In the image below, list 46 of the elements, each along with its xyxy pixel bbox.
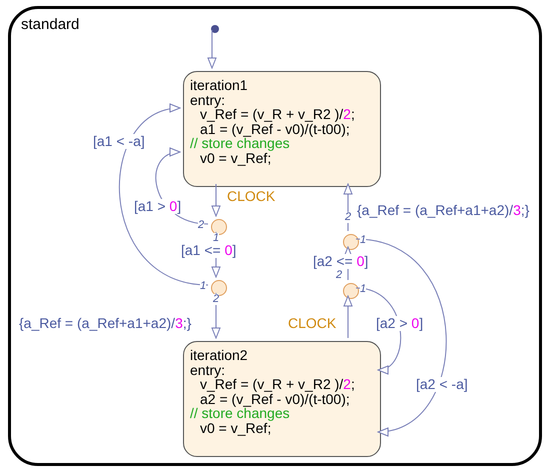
transition-label: [a2 <= 0] <box>312 254 370 269</box>
state-box <box>183 341 381 457</box>
execution-order-number: 1 <box>213 233 220 244</box>
state-name: iteration2 <box>190 348 248 363</box>
transition-label: [a1 < -a] <box>92 134 146 149</box>
transition-label: CLOCK <box>287 316 338 331</box>
transition-arrow <box>212 184 220 216</box>
state-name: iteration1 <box>190 78 248 93</box>
transition-label: [a2 > 0] <box>375 316 424 331</box>
transition-label: {a_Ref = (a_Ref+a1+a2)/3;} <box>18 316 192 331</box>
transition-arrow <box>344 296 352 338</box>
execution-order-number: 2 <box>336 270 342 281</box>
superstate-name: standard <box>21 16 80 33</box>
transition-label: [a1 <= 0] <box>180 243 238 258</box>
code-comment: // store changes <box>190 136 290 151</box>
execution-order-number: 1 <box>200 281 206 292</box>
default-transition-dot <box>211 25 219 33</box>
junction-circle <box>343 283 359 299</box>
superstate-box <box>8 6 542 466</box>
execution-order-number: 1 <box>360 235 366 246</box>
transition-arrow <box>119 105 208 286</box>
action-statement: v0 = v_Ref; <box>199 420 272 436</box>
transition-label: {a_Ref = (a_Ref+a1+a2)/3;} <box>356 203 530 218</box>
entry-keyword: entry: <box>190 92 226 108</box>
action-statement: a2 = (v_Ref - v0)/(t-t00); <box>199 392 350 406</box>
transition-label: [a2 < -a] <box>415 377 469 392</box>
action-statement: a1 = (v_Ref - v0)/(t-t00); <box>199 122 350 136</box>
state-box <box>183 71 381 187</box>
execution-order-number: 2 <box>213 294 220 305</box>
entry-keyword: entry: <box>190 362 226 378</box>
execution-order-number: 2 <box>345 212 352 223</box>
action-statement: v_Ref = (v_R + v_R2 )/2; <box>200 107 355 122</box>
transition-arrow <box>356 238 447 435</box>
transition-label: [a1 > 0] <box>133 199 182 214</box>
transition-arrow <box>212 292 220 338</box>
junction-circle <box>343 234 359 250</box>
transition-arrow <box>208 30 216 68</box>
junction-circle <box>211 280 227 296</box>
execution-order-number: 1 <box>360 284 366 295</box>
junction-circle <box>211 219 227 235</box>
transition-arrow <box>344 184 352 232</box>
action-statement: v_Ref = (v_R + v_R2 )/2; <box>200 377 355 392</box>
code-comment: // store changes <box>190 406 290 421</box>
action-statement: v0 = v_Ref; <box>199 150 272 166</box>
transition-label: CLOCK <box>226 189 276 204</box>
execution-order-number: 2 <box>198 220 204 231</box>
